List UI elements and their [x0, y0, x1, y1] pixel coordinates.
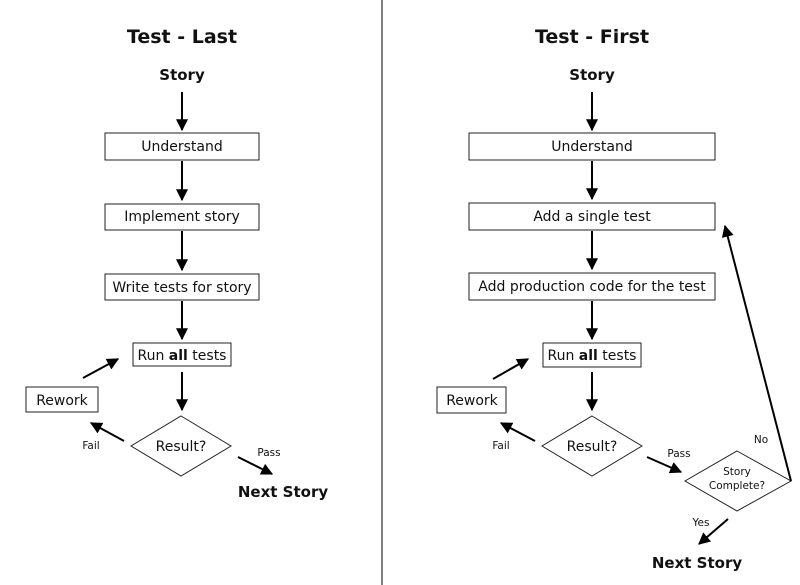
right-run-suffix: tests — [598, 348, 637, 364]
right-result-label: Result? — [567, 439, 618, 455]
left-result-diamond — [130, 415, 232, 477]
left-fail-label: Fail — [82, 440, 99, 452]
right-story-complete-line1: Story — [723, 466, 751, 478]
left-run-tests-label: Run all tests — [138, 348, 227, 364]
left-understand-label: Understand — [141, 139, 223, 155]
left-arrow-rework-run — [82, 358, 120, 379]
right-add-test-label: Add a single test — [533, 209, 651, 225]
right-run-emphasis: all — [579, 348, 598, 364]
left-story-label: Story — [159, 66, 205, 84]
left-pass-label: Pass — [257, 447, 280, 459]
left-run-emphasis: all — [169, 348, 188, 364]
left-arrow-fail — [89, 422, 125, 442]
left-result-label: Result? — [156, 439, 207, 455]
right-run-tests-label: Run all tests — [548, 348, 637, 364]
left-run-suffix: tests — [188, 348, 227, 364]
left-understand-box — [104, 132, 260, 161]
right-story-complete-diamond — [683, 450, 793, 512]
left-write-tests-box — [104, 273, 260, 301]
right-rework-box — [436, 386, 507, 414]
right-arrow-fail — [499, 422, 536, 442]
left-implement-box — [104, 203, 260, 231]
right-arrow-yes — [698, 518, 729, 545]
right-add-code-box — [468, 272, 716, 301]
right-understand-box — [468, 132, 716, 161]
right-understand-label: Understand — [551, 139, 633, 155]
right-arrow-rework-run — [492, 358, 530, 380]
right-story-label: Story — [569, 66, 615, 84]
right-panel: Test - First Story Understand Add a sing… — [436, 26, 793, 572]
right-pass-label: Pass — [667, 448, 690, 460]
left-title: Test - Last — [127, 26, 237, 48]
left-panel: Test - Last Story Understand Implement s… — [25, 26, 328, 501]
right-arrow-pass — [646, 456, 683, 474]
left-rework-box — [25, 386, 99, 413]
left-arrow-pass — [237, 456, 274, 475]
right-arrow-no-loop — [721, 224, 792, 482]
right-next-story: Next Story — [652, 554, 742, 572]
left-write-tests-label: Write tests for story — [112, 280, 251, 296]
right-add-code-label: Add production code for the test — [478, 279, 706, 295]
right-run-prefix: Run — [548, 348, 579, 364]
left-run-prefix: Run — [138, 348, 169, 364]
left-rework-label: Rework — [36, 393, 88, 409]
right-yes-label: Yes — [692, 517, 710, 529]
right-run-tests-box — [542, 342, 642, 368]
right-no-label: No — [754, 434, 768, 446]
right-add-test-box — [468, 202, 716, 231]
right-result-diamond — [541, 415, 643, 477]
left-next-story: Next Story — [238, 483, 328, 501]
right-story-complete-line2: Complete? — [709, 480, 765, 492]
left-implement-label: Implement story — [124, 209, 240, 225]
left-run-tests-box — [132, 342, 232, 367]
right-fail-label: Fail — [492, 440, 509, 452]
right-rework-label: Rework — [446, 393, 498, 409]
right-title: Test - First — [535, 26, 649, 48]
